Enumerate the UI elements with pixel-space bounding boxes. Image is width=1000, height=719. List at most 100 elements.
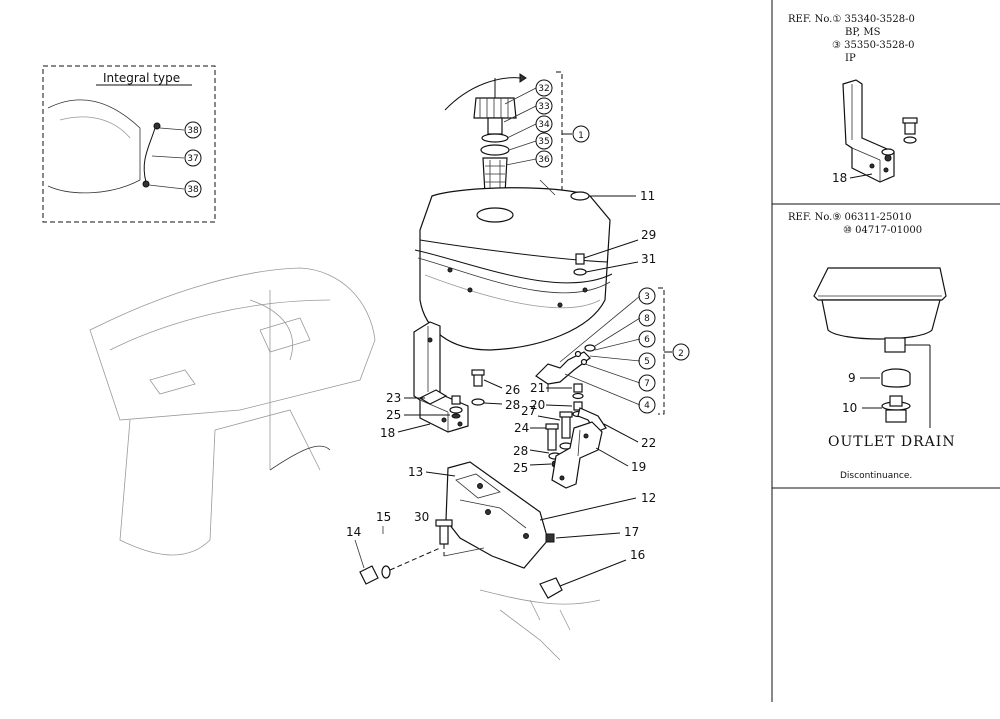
- label-23: 23: [386, 391, 401, 405]
- svg-text:1: 1: [578, 131, 584, 141]
- tank-cap-clip: [570, 191, 590, 201]
- outlet-drain-caption: OUTLET DRAIN: [828, 434, 956, 450]
- label-28-lower: 28: [513, 444, 528, 458]
- group-1-bracket: [540, 71, 563, 191]
- drain-tank-top: [813, 267, 947, 301]
- label-14: 14: [346, 525, 361, 539]
- inset-leader-38a: [159, 127, 185, 131]
- label-16: 16: [630, 548, 645, 562]
- svg-text:33: 33: [538, 102, 549, 112]
- svg-text:4: 4: [644, 401, 650, 411]
- cap-rotation-arc: [444, 77, 521, 111]
- label-18-ref: 18: [832, 171, 847, 185]
- svg-text:38: 38: [187, 126, 199, 136]
- label-19: 19: [631, 460, 646, 474]
- label-21: 21: [530, 381, 545, 395]
- ref-panel-outlet-drain: REF. No.⑨ 06311-25010 ⑩ 04717-01000 9 10…: [788, 212, 956, 481]
- bolt-14: [359, 565, 379, 585]
- ref-drain-line-2: ⑩ 04717-01000: [843, 225, 922, 236]
- svg-text:32: 32: [538, 84, 549, 94]
- ref-line-2: BP, MS: [845, 27, 881, 38]
- inset-leader-37: [151, 155, 185, 159]
- filler-ring: [480, 144, 510, 156]
- svg-text:37: 37: [187, 154, 198, 164]
- drain-tank-body: [821, 299, 941, 340]
- right-bracket-group: 21 20 27 24 28 25 22 19: [513, 381, 656, 489]
- label-17: 17: [624, 525, 639, 539]
- inset-clamp-bottom: [142, 180, 150, 188]
- inset-tank-outline: [47, 99, 141, 194]
- bracket-18-drawing: [842, 79, 895, 183]
- ref-drain-line-1: REF. No.⑨ 06311-25010: [788, 212, 912, 223]
- callout-37: 37: [184, 149, 202, 167]
- svg-text:38: 38: [187, 185, 199, 195]
- ref-panel-bracket: REF. No.① 35340-3528-0 BP, MS ③ 35350-35…: [788, 14, 918, 185]
- svg-text:36: 36: [538, 155, 550, 165]
- ref-line-1: REF. No.① 35340-3528-0: [788, 14, 915, 25]
- callout-35: 35: [535, 132, 553, 150]
- label-18: 18: [380, 426, 395, 440]
- label-12: 12: [641, 491, 656, 505]
- label-11: 11: [640, 189, 655, 203]
- label-27: 27: [521, 404, 536, 418]
- label-26: 26: [505, 383, 520, 397]
- svg-text:35: 35: [538, 137, 549, 147]
- label-24: 24: [514, 421, 529, 435]
- label-15: 15: [376, 510, 391, 524]
- callout-3: 3: [638, 287, 656, 305]
- drain-outlet: [884, 337, 906, 353]
- cap-neck: [487, 117, 503, 135]
- callout-36: 36: [535, 150, 553, 168]
- callout-38-bottom: 38: [184, 180, 202, 198]
- label-25-lower: 25: [513, 461, 528, 475]
- ref-line-3: ③ 35350-3528-0: [832, 40, 915, 51]
- label-25-left: 25: [386, 408, 401, 422]
- svg-text:6: 6: [644, 335, 650, 345]
- label-20: 20: [530, 398, 545, 412]
- label-10: 10: [842, 401, 857, 415]
- fuel-cock: [535, 351, 591, 385]
- callout-4: 4: [638, 396, 656, 414]
- inset-tank-detail: [59, 116, 131, 139]
- svg-text:2: 2: [678, 349, 684, 359]
- inset-clamp-top: [153, 122, 161, 130]
- inset-hose: [143, 127, 156, 183]
- label-28-upper: 28: [505, 398, 520, 412]
- discontinuance-note: Discontinuance.: [840, 471, 912, 481]
- svg-text:5: 5: [644, 357, 650, 367]
- callout-group-1: 1: [572, 125, 590, 143]
- callout-5: 5: [638, 352, 656, 370]
- tank-bracket-right: [551, 421, 603, 489]
- callout-6: 6: [638, 330, 656, 348]
- label-29: 29: [641, 228, 656, 242]
- tank-filler-opening: [476, 207, 514, 223]
- svg-text:34: 34: [538, 120, 550, 130]
- tank-base-plate: [445, 461, 549, 569]
- base-plate-group: 13 12 17 16 30 15 14: [346, 461, 656, 661]
- svg-text:7: 7: [644, 379, 650, 389]
- label-30: 30: [414, 510, 429, 524]
- inset-leader-38b: [148, 184, 185, 190]
- tractor-hood-ghost: [89, 267, 376, 556]
- label-13: 13: [408, 465, 423, 479]
- cap-gasket: [481, 133, 509, 143]
- group-2-bracket: [658, 287, 665, 415]
- fuel-tank-assembly: 32 33 34 35 36 1 11 29 31: [414, 71, 690, 415]
- label-9: 9: [848, 371, 856, 385]
- callout-7: 7: [638, 374, 656, 392]
- callout-8: 8: [638, 309, 656, 327]
- washer-15: [381, 565, 391, 579]
- callout-34: 34: [535, 115, 553, 133]
- ref-line-4: IP: [845, 53, 856, 64]
- label-31: 31: [641, 252, 656, 266]
- callout-33: 33: [535, 97, 553, 115]
- callout-38-top: 38: [184, 121, 202, 139]
- label-22: 22: [641, 436, 656, 450]
- left-bracket-group: 26 28 23 25 18: [380, 321, 520, 440]
- svg-text:8: 8: [644, 314, 650, 324]
- rubber-mount: [539, 577, 563, 599]
- svg-text:3: 3: [644, 292, 650, 302]
- integral-type-inset: Integral type 38 37 38: [42, 65, 216, 223]
